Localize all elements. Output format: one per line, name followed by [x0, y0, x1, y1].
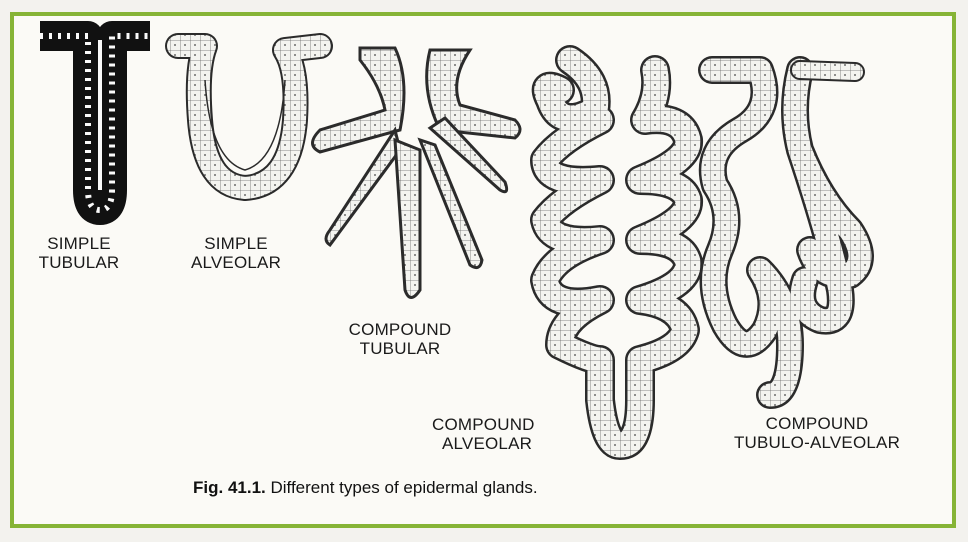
label-compound-tubular-line1: COMPOUND: [335, 320, 465, 339]
figure-caption: Fig. 41.1. Different types of epidermal …: [193, 478, 538, 498]
label-simple-tubular: SIMPLE TUBULAR: [24, 234, 134, 272]
label-compound-tubular: COMPOUND TUBULAR: [335, 320, 465, 358]
label-compound-tubulo-alveolar-line1: COMPOUND: [712, 414, 922, 433]
simple-tubular-gland: [40, 36, 150, 210]
label-compound-tubulo-alveolar-line2: TUBULO-ALVEOLAR: [712, 433, 922, 452]
label-compound-alveolar-line1: COMPOUND: [432, 415, 562, 434]
label-simple-tubular-line2: TUBULAR: [24, 253, 134, 272]
label-simple-alveolar: SIMPLE ALVEOLAR: [176, 234, 296, 272]
label-compound-tubulo-alveolar: COMPOUND TUBULO-ALVEOLAR: [712, 414, 922, 452]
figure-caption-text: Different types of epidermal glands.: [270, 478, 537, 497]
figure-number: Fig. 41.1.: [193, 478, 266, 497]
simple-alveolar-gland: [178, 46, 320, 188]
label-simple-tubular-line1: SIMPLE: [24, 234, 134, 253]
compound-alveolar-gland: [545, 60, 688, 445]
compound-tubular-gland: [313, 48, 521, 298]
label-compound-alveolar-line2: ALVEOLAR: [432, 434, 562, 453]
label-simple-alveolar-line2: ALVEOLAR: [176, 253, 296, 272]
label-compound-alveolar: COMPOUND ALVEOLAR: [432, 415, 562, 453]
compound-tubulo-alveolar-gland: [712, 70, 860, 395]
label-compound-tubular-line2: TUBULAR: [335, 339, 465, 358]
label-simple-alveolar-line1: SIMPLE: [176, 234, 296, 253]
